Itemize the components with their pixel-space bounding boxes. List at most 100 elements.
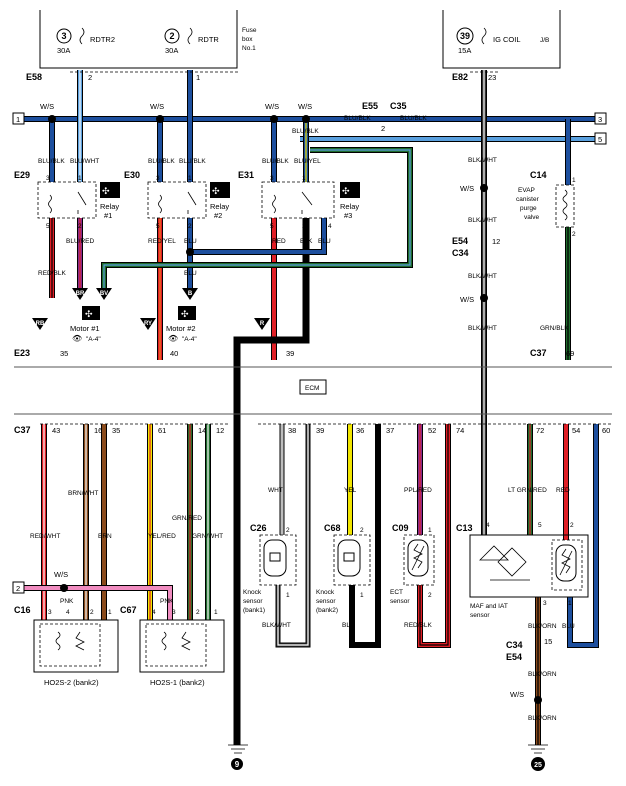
- ref-box-5: [594, 132, 607, 145]
- ws-label: W/S: [40, 102, 54, 111]
- ho2s-1-sensor: 4 3 2 1 HO2S-1 (bank2): [139, 609, 225, 687]
- pin: 35: [60, 349, 68, 358]
- svg-text:2: 2: [78, 223, 82, 230]
- ws-label: W/S: [150, 102, 164, 111]
- ho2s-2-sensor: 3 4 2 1 HO2S-2 (bank2): [33, 609, 119, 687]
- conn-c68: C68: [324, 523, 341, 533]
- svg-text:✣: ✣: [102, 186, 110, 196]
- conn-e54-lower: E54: [506, 652, 522, 662]
- relay-3-box: 3 1 5 2 4: [261, 175, 335, 230]
- pin-ecm_36: 36: [356, 426, 364, 435]
- splice: [480, 294, 488, 302]
- ground-9: 9: [228, 744, 248, 770]
- fuse-box-label-3: No.1: [242, 45, 256, 52]
- pin: 2: [16, 584, 20, 593]
- wire-label: BLU: [184, 270, 197, 277]
- svg-text:(bank1): (bank1): [243, 607, 265, 614]
- svg-text:#3: #3: [344, 211, 352, 220]
- svg-text:Motor #2: Motor #2: [166, 324, 196, 333]
- svg-text:2: 2: [196, 609, 200, 616]
- wire-label: RED: [556, 487, 570, 494]
- svg-text:9: 9: [235, 760, 240, 769]
- splice: [60, 584, 68, 592]
- svg-text:3: 3: [46, 175, 50, 182]
- flag-br: BR: [72, 288, 88, 300]
- svg-text:Motor #1: Motor #1: [70, 324, 100, 333]
- flag-bv: BV: [96, 288, 112, 300]
- svg-text:1: 1: [108, 609, 112, 616]
- svg-text:2: 2: [169, 31, 174, 41]
- conn-e31: E31: [238, 170, 254, 180]
- relay-3-icon: ✣ Relay #3: [340, 182, 360, 220]
- relay-2-icon: ✣ Relay #2: [210, 182, 230, 220]
- fuse-box-label-2: box: [242, 36, 253, 43]
- svg-text:EVAP: EVAP: [518, 187, 535, 194]
- fuse-box-outline: [39, 10, 238, 69]
- ref-box-2: [12, 581, 25, 594]
- svg-text:HO2S-2 (bank2): HO2S-2 (bank2): [44, 678, 99, 687]
- flag-b: B: [182, 288, 198, 300]
- wire-label: BLU/BLK: [262, 158, 289, 165]
- fuse-ig-coil: 39 15A IG COIL: [456, 27, 521, 55]
- wire-label: BLU/RED: [66, 238, 94, 245]
- wire-label: BLU/BLK: [292, 128, 319, 135]
- wire-label: BLU/BLK: [344, 115, 371, 122]
- ws-label: W/S: [298, 102, 312, 111]
- pin: 12: [492, 237, 500, 246]
- svg-text:3: 3: [172, 609, 176, 616]
- svg-text:BR: BR: [76, 291, 85, 297]
- ecm-box: [299, 379, 327, 395]
- wire-ecm-37-outline: [349, 424, 381, 648]
- svg-text:Relay: Relay: [100, 202, 119, 211]
- wire-label: GRN/WHT: [192, 533, 223, 540]
- ws-label: W/S: [265, 102, 279, 111]
- svg-text:👁: 👁: [72, 334, 82, 343]
- pin-c37_12: 12: [216, 426, 224, 435]
- wire-label: BLK: [300, 238, 313, 245]
- svg-text:1: 1: [568, 600, 572, 607]
- wire-label: LT GRN/RED: [508, 487, 547, 494]
- svg-text:3: 3: [61, 31, 66, 41]
- evap-valve: 1 2 EVAP canister purge valve: [516, 177, 576, 238]
- splice: [480, 184, 488, 192]
- ws-label: W/S: [510, 690, 524, 699]
- wire-label: BLK/WHT: [468, 217, 497, 224]
- conn-c26: C26: [250, 523, 267, 533]
- svg-text:✣: ✣: [181, 309, 189, 319]
- svg-text:1: 1: [78, 175, 82, 182]
- wire-label: BLK/ORN: [528, 671, 557, 678]
- wire-label: BRN/WHT: [68, 490, 98, 497]
- svg-text:RDTR2: RDTR2: [90, 35, 115, 44]
- ws-label: W/S: [460, 184, 474, 193]
- wire-label: YEL/RED: [148, 533, 176, 540]
- svg-text:4: 4: [66, 609, 70, 616]
- pin: 40: [170, 349, 178, 358]
- pin-ecm_39: 39: [316, 426, 324, 435]
- conn-c34: C34: [452, 248, 469, 258]
- fuse-element-1: [79, 27, 85, 45]
- conn-e54: E54: [452, 236, 468, 246]
- knock-sensor-1: 2 1 Knock sensor (bank1): [243, 527, 297, 614]
- wire-ecm-74: [418, 424, 450, 647]
- relay-1-icon: ✣ Relay #1: [100, 182, 120, 220]
- pin: 5: [538, 522, 542, 529]
- pin-ecm_54: 54: [572, 426, 580, 435]
- svg-text:5: 5: [46, 223, 50, 230]
- fuse-element-3: [481, 27, 487, 45]
- svg-text:sensor: sensor: [470, 612, 490, 619]
- wire-label: GRN/RED: [172, 515, 202, 522]
- wire-label: BLU/YEL: [294, 158, 321, 165]
- svg-text:#2: #2: [214, 211, 222, 220]
- motor-2: ✣ Motor #2 👁 "A-4": [166, 306, 197, 343]
- pin-ecm_52: 52: [428, 426, 436, 435]
- svg-text:30A: 30A: [165, 46, 178, 55]
- wire-label: WHT: [268, 487, 283, 494]
- svg-text:RDTR: RDTR: [198, 35, 219, 44]
- relay-2-box: 3 1 5 2: [147, 175, 207, 230]
- wire-label: GRN/BLK: [540, 325, 569, 332]
- wire-label: BLK/WHT: [262, 622, 291, 629]
- wire-label: RED/BLK: [404, 622, 432, 629]
- flag-ry: RY: [140, 318, 156, 330]
